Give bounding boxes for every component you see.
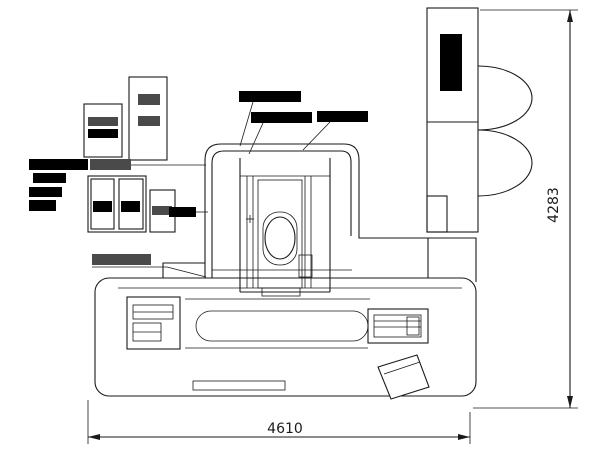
height-dimension-label: 4283 bbox=[546, 187, 562, 223]
right-base-unit bbox=[367, 308, 429, 344]
upper-body-outer-contour bbox=[204, 143, 477, 282]
redacted-label bbox=[33, 173, 66, 183]
chute-detail-line bbox=[383, 361, 421, 375]
redacted-label bbox=[121, 201, 140, 212]
top-callout-labels bbox=[239, 91, 368, 155]
unit-detail bbox=[406, 316, 420, 336]
redacted-label bbox=[88, 129, 118, 138]
redacted-label bbox=[251, 112, 312, 123]
cabinet-foot bbox=[426, 195, 448, 233]
unit-detail bbox=[373, 314, 422, 338]
redacted-label bbox=[93, 201, 112, 212]
door-swing-arc-lower bbox=[477, 129, 533, 197]
door-window bbox=[195, 310, 369, 342]
chuck-face bbox=[264, 216, 296, 260]
turret-block bbox=[298, 254, 313, 278]
arrowhead-top bbox=[567, 10, 573, 22]
cabinet-outline bbox=[426, 7, 479, 233]
redacted-label bbox=[152, 206, 172, 215]
unit-outline bbox=[126, 296, 181, 350]
headstock-outline bbox=[257, 179, 303, 289]
redacted-label bbox=[440, 34, 462, 91]
operator-panel-group bbox=[87, 175, 208, 233]
panel-outline bbox=[87, 175, 147, 233]
redacted-label bbox=[138, 94, 160, 105]
lower-left-callout bbox=[92, 254, 207, 278]
redacted-label bbox=[92, 254, 151, 265]
arrowhead-right bbox=[458, 434, 470, 440]
arrowhead-bottom bbox=[567, 396, 573, 408]
control-cabinet-a bbox=[83, 103, 123, 158]
redacted-label bbox=[29, 200, 56, 211]
base-strip bbox=[192, 380, 286, 391]
machine-base bbox=[94, 277, 477, 400]
unit-outline bbox=[367, 308, 429, 344]
height-dimension: 4283 bbox=[473, 9, 578, 409]
leader-line bbox=[248, 122, 264, 155]
control-cabinet-b bbox=[128, 76, 168, 161]
chip-conveyor-chute bbox=[377, 354, 430, 400]
base-outline bbox=[94, 277, 477, 397]
leader-line bbox=[166, 266, 207, 278]
panel-cell bbox=[118, 178, 144, 230]
door-swing-arc-upper bbox=[477, 65, 533, 131]
redacted-label bbox=[169, 207, 196, 217]
redacted-label bbox=[239, 91, 301, 102]
width-dimension: 4610 bbox=[87, 400, 471, 444]
left-step bbox=[162, 262, 205, 278]
panel-cell bbox=[90, 178, 115, 230]
redacted-label bbox=[90, 159, 131, 170]
redacted-label bbox=[29, 187, 62, 197]
leader-line bbox=[239, 101, 254, 147]
redacted-label bbox=[317, 111, 368, 122]
left-callout-labels bbox=[29, 159, 206, 211]
spindle-detail bbox=[246, 176, 313, 297]
redacted-label bbox=[29, 159, 88, 170]
redacted-label bbox=[88, 117, 118, 126]
arrowhead-left bbox=[88, 434, 100, 440]
cabinet-a-outline bbox=[83, 103, 123, 158]
electrical-cabinet bbox=[426, 7, 533, 233]
width-dimension-label: 4610 bbox=[267, 421, 303, 437]
redacted-label bbox=[138, 116, 160, 126]
cabinet-b-outline bbox=[128, 76, 168, 161]
upper-body-inner-contour bbox=[211, 150, 352, 278]
leader-line bbox=[302, 121, 331, 151]
left-base-unit bbox=[126, 296, 181, 350]
machine-upper-body bbox=[162, 143, 477, 293]
chuck-housing bbox=[262, 211, 298, 266]
